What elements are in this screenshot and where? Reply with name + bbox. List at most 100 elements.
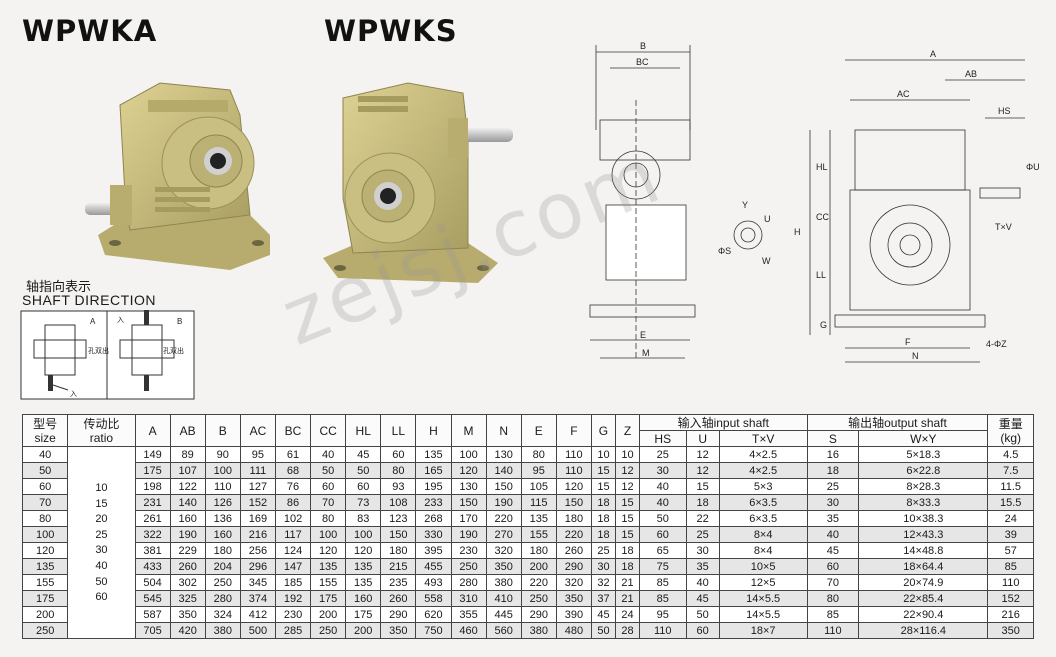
table-cell: 8×4 [718, 526, 808, 543]
table-cell: 220 [555, 526, 592, 543]
table-cell: 230 [450, 542, 487, 559]
table-cell: 40 [685, 574, 720, 591]
header-col: LL [380, 414, 417, 447]
table-cell: 110 [639, 622, 687, 639]
table-cell: 200 [310, 606, 347, 623]
table-cell: 18×7 [718, 622, 808, 639]
table-cell: 60 [310, 478, 347, 495]
table-cell: 165 [415, 462, 452, 479]
table-cell: 15 [614, 526, 641, 543]
table-cell: 330 [415, 526, 452, 543]
table-cell: 140 [169, 494, 206, 511]
table-cell: 100 [310, 526, 347, 543]
table-cell: 136 [204, 510, 241, 527]
diag-in-label-1: 入 [70, 390, 77, 398]
header-col: M [450, 414, 487, 447]
table-cell: 18 [806, 462, 860, 479]
table-cell: 350 [555, 590, 592, 607]
header-output-shaft: 输出轴output shaft [806, 414, 989, 431]
table-cell: 120 [555, 478, 592, 495]
table-cell: 750 [415, 622, 452, 639]
table-cell: 28 [614, 622, 641, 639]
table-cell: 135 [415, 446, 452, 463]
dim-y: Y [742, 200, 748, 210]
table-cell: 380 [520, 622, 557, 639]
table-cell: 235 [380, 574, 417, 591]
table-cell: 310 [450, 590, 487, 607]
table-cell: 229 [169, 542, 206, 559]
table-cell: 18×64.4 [858, 558, 989, 575]
table-cell: 25 [685, 526, 720, 543]
dim-z: 4-ΦZ [986, 339, 1007, 349]
table-cell: 50 [590, 622, 616, 639]
table-cell: 250 [204, 574, 241, 591]
table-cell: 169 [239, 510, 276, 527]
table-cell: 80 [520, 446, 557, 463]
cell-size: 155 [21, 574, 69, 591]
table-cell: 260 [555, 542, 592, 559]
table-cell: 220 [520, 574, 557, 591]
table-cell: 124 [274, 542, 312, 559]
header-col: BC [274, 414, 312, 447]
table-cell: 180 [380, 542, 417, 559]
diag-out-label-2: 孔双出 [163, 346, 184, 355]
table-cell: 22 [685, 510, 720, 527]
table-cell: 325 [169, 590, 206, 607]
table-cell: 180 [204, 542, 241, 559]
header-subcol: HS [639, 430, 687, 447]
header-col: B [204, 414, 241, 447]
table-cell: 12×43.3 [858, 526, 989, 543]
table-cell: 108 [380, 494, 417, 511]
table-cell: 150 [450, 494, 487, 511]
table-cell: 445 [485, 606, 522, 623]
table-cell: 150 [380, 526, 417, 543]
table-cell: 85 [639, 574, 687, 591]
table-cell: 40 [639, 494, 687, 511]
table-cell: 350 [169, 606, 206, 623]
diag-a-label: A [90, 317, 96, 326]
cell-size: 200 [21, 606, 69, 623]
table-cell: 25 [806, 478, 860, 495]
table-cell: 230 [274, 606, 312, 623]
table-cell: 70 [806, 574, 860, 591]
table-cell: 93 [380, 478, 417, 495]
table-cell: 24 [614, 606, 641, 623]
table-cell: 18 [590, 526, 616, 543]
cell-size: 250 [21, 622, 69, 639]
table-cell: 86 [274, 494, 312, 511]
table-cell: 231 [134, 494, 171, 511]
table-cell: 12 [614, 462, 641, 479]
diag-in-label-2: 入 [117, 316, 124, 324]
table-cell: 32 [590, 574, 616, 591]
table-cell: 15 [685, 478, 720, 495]
table-cell: 296 [239, 558, 276, 575]
table-cell: 322 [134, 526, 171, 543]
table-cell: 250 [310, 622, 347, 639]
table-cell: 21 [614, 590, 641, 607]
table-cell: 117 [274, 526, 312, 543]
table-cell: 120 [310, 542, 347, 559]
table-cell: 100 [204, 462, 241, 479]
table-cell: 50 [345, 462, 382, 479]
table-cell: 18 [685, 494, 720, 511]
technical-drawing-front-view: B BC E M Y U ΦS W [589, 41, 771, 360]
dim-g: G [820, 320, 827, 330]
table-cell: 350 [485, 558, 522, 575]
table-cell: 268 [415, 510, 452, 527]
table-cell: 500 [239, 622, 276, 639]
table-cell: 160 [169, 510, 206, 527]
table-cell: 270 [485, 526, 522, 543]
table-cell: 195 [415, 478, 452, 495]
header-col: AB [169, 414, 206, 447]
table-cell: 290 [555, 558, 592, 575]
header-subcol: U [685, 430, 720, 447]
table-cell: 15.5 [987, 494, 1034, 511]
cell-size: 50 [21, 462, 69, 479]
table-cell: 130 [450, 478, 487, 495]
table-cell: 204 [204, 558, 241, 575]
table-cell: 45 [345, 446, 382, 463]
table-cell: 160 [204, 526, 241, 543]
